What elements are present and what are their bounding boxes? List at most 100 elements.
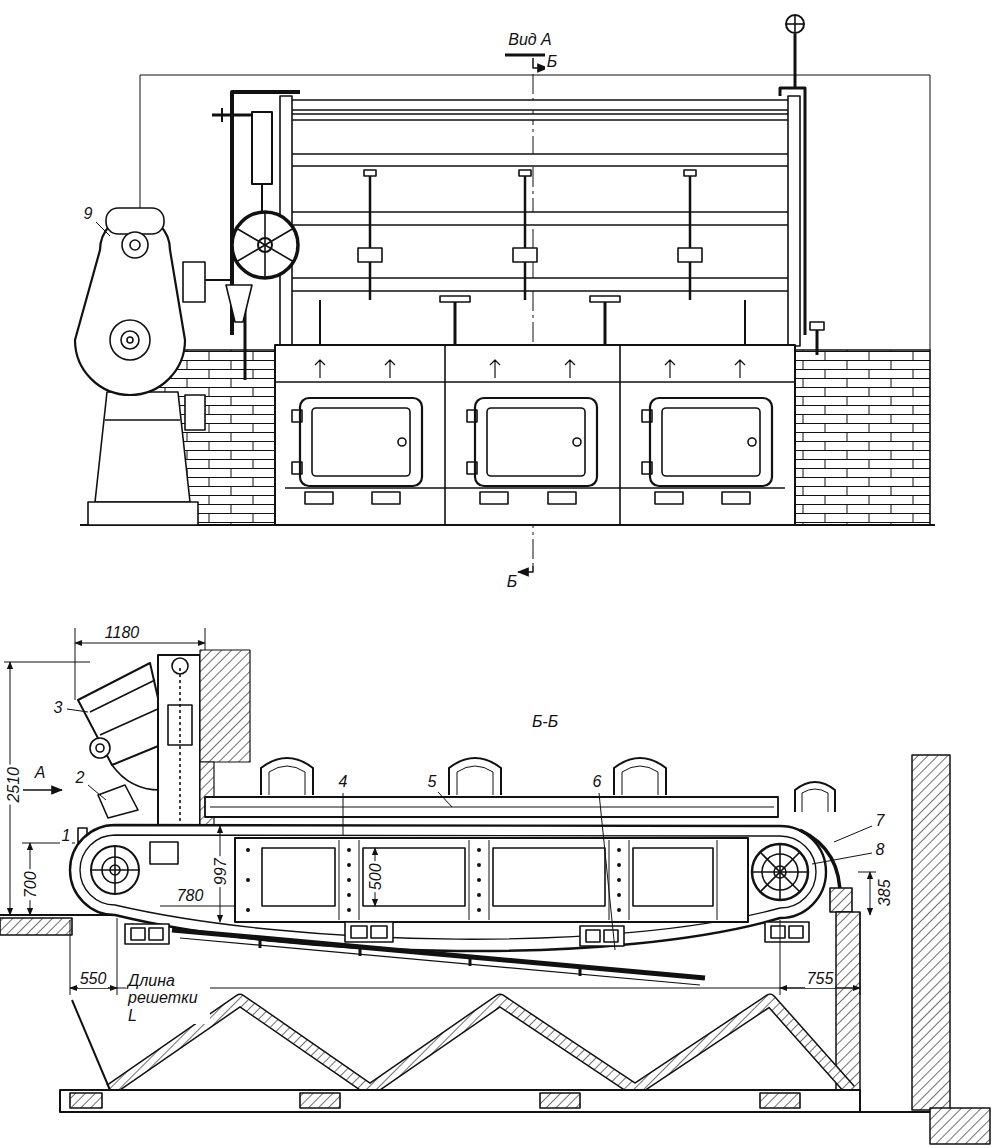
pipes [794,15,796,33]
drive-unit-9 [95,392,190,502]
rivets [347,908,351,912]
dimension-1180 [75,643,205,644]
dimension-1180 [75,628,76,700]
hopper-3 [112,765,160,790]
foundation-trusses [72,1000,110,1090]
section-letter: Б [545,53,559,71]
upper-frame [285,154,795,166]
lower-rails-6 [172,930,705,978]
fire-doors [573,438,581,446]
section-letter: Б [505,573,519,591]
view-label: Вид А [506,31,554,49]
fire-doors [475,398,597,486]
rivets [477,908,481,912]
side-frame [235,838,748,922]
pipes [786,15,804,33]
ground-left [0,918,72,935]
pipes [816,330,819,355]
furnace-front [275,345,795,525]
side-frame [262,848,335,906]
hanging-rods [689,172,692,300]
hopper-3 [90,738,110,758]
upper-frame [280,96,800,346]
foundation-slab [300,1093,340,1108]
dimension-grate-length [860,912,861,995]
block-8 [830,888,852,912]
foundation-slab [70,1093,102,1108]
furnace-front [619,345,621,525]
front-sprocket [150,842,178,864]
foundation-slab [60,1090,860,1112]
base-line [88,502,198,525]
rear-sprocket [752,844,808,900]
view-arrow-a [20,789,62,791]
view-frame [140,75,930,350]
drive-unit-9 [75,215,185,395]
callout-number: 7 [874,812,887,830]
pipes [212,114,252,117]
support-blocks [131,928,145,940]
front-sprocket [114,846,116,894]
supports [319,300,321,345]
support-blocks [765,922,809,942]
feed-post [179,668,181,828]
foundation-trusses [110,1000,850,1090]
rivets [347,893,351,897]
upper-frame [285,278,795,291]
supports [440,296,470,302]
support-blocks [771,926,785,938]
supports [744,300,746,345]
roof-openings [622,766,658,795]
callout-number: 3 [52,699,65,717]
view-label: А [33,764,48,782]
supports [454,300,457,345]
dimension-780 [160,906,235,907]
rivets [477,863,481,867]
roof-openings [614,758,666,795]
rivets [347,848,351,852]
support-blocks [149,928,163,940]
grate-belt [80,835,816,939]
lower-rails-6 [172,930,705,985]
hanging-rods [519,170,531,176]
hopper-3 [96,744,104,752]
leader-lines [67,222,872,950]
handwheel [232,212,298,278]
supports [590,296,620,302]
drive-unit-9 [75,208,232,502]
gate-2 [98,785,138,818]
fire-doors [748,438,756,446]
dimension-grate-length [780,920,781,995]
right-wall [836,755,950,1110]
drive-unit-9 [105,419,180,421]
block-8 [830,888,852,912]
fire-doors [642,410,652,422]
drive-unit-9 [110,320,150,360]
support-blocks [351,926,367,938]
dimension-700 [22,843,75,915]
handwheel [236,228,294,262]
upper-frame [788,96,800,346]
foundation-slab [60,1090,990,1144]
callout-number: 8 [874,841,887,859]
cone [226,285,252,322]
drive-unit-9 [130,240,140,250]
plate-5 [210,807,774,808]
cylinder [261,184,263,212]
hanging-rods [364,170,376,176]
fire-doors [292,410,302,422]
cylinder [252,112,272,184]
rivets [246,848,621,912]
dimension: 2510 [5,765,23,805]
base-line [80,524,935,526]
drive-unit-9 [205,279,232,281]
lower-rails-6 [260,940,580,976]
pipes [810,322,824,330]
drive-unit-9 [185,395,205,430]
roof-openings [261,758,835,812]
rivets [477,893,481,897]
dimension-385 [858,872,876,873]
roof-openings [802,789,828,812]
dimension: 997 [211,857,229,888]
